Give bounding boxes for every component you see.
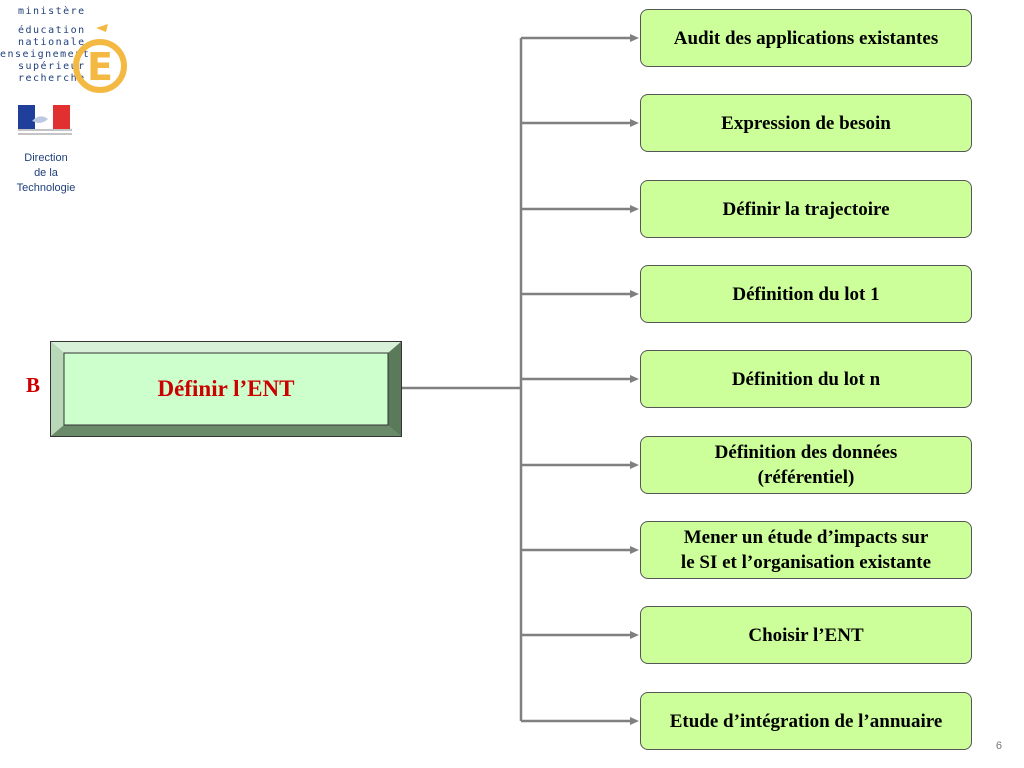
logo-line-superieur: supérieur	[18, 61, 86, 72]
step-box: Définir la trajectoire	[640, 180, 972, 238]
step-label: Définition des données (référentiel)	[714, 442, 898, 488]
direction-line: Direction	[24, 152, 68, 164]
arrow-head-icon	[630, 461, 639, 469]
arrow-head-icon	[630, 546, 639, 554]
logo-line-enseignement: enseignement	[0, 49, 91, 60]
arrow-head-icon	[630, 631, 639, 639]
step-label: Définir la trajectoire	[722, 198, 890, 220]
step-box: Définition des données (référentiel)	[640, 436, 972, 494]
arrow-head-icon	[630, 375, 639, 383]
logo-line-recherche: recherche	[18, 73, 86, 84]
step-label: Définition du lot n	[731, 368, 881, 390]
arrow-head-icon	[630, 119, 639, 127]
direction-line: de la	[34, 167, 58, 179]
direction-label: Direction de la Technologie	[8, 151, 84, 196]
page-number: 6	[995, 740, 1002, 752]
svg-text:E: E	[87, 45, 113, 89]
step-box: Etude d’intégration de l’annuaire	[640, 692, 972, 750]
french-republic-flag-icon	[18, 105, 70, 129]
step-box: Définition du lot 1	[640, 265, 972, 323]
main-bevel-box	[50, 341, 402, 437]
main-box-label: Définir l’ENT	[157, 376, 295, 401]
arrow-head-icon	[630, 34, 639, 42]
step-label: Etude d’intégration de l’annuaire	[669, 710, 943, 732]
step-box: Mener un étude d’impacts sur le SI et l’…	[640, 521, 972, 579]
step-label: Mener un étude d’impacts sur le SI et l’…	[680, 527, 932, 573]
step-box: Expression de besoin	[640, 94, 972, 152]
step-label: Expression de besoin	[721, 112, 891, 134]
arrow-head-icon	[630, 290, 639, 298]
arrow-head-icon	[630, 717, 639, 725]
step-box: Définition du lot n	[640, 350, 972, 408]
logo-line-education: éducation	[18, 25, 86, 36]
step-box: Audit des applications existantes	[640, 9, 972, 67]
section-letter: B	[26, 373, 41, 397]
step-label: Choisir l’ENT	[748, 624, 864, 646]
step-box: Choisir l’ENT	[640, 606, 972, 664]
e-accent-logo-icon: E	[73, 24, 127, 93]
republic-caption-icon	[18, 129, 72, 135]
logo-line-nationale: nationale	[18, 37, 86, 48]
direction-line: Technologie	[16, 182, 76, 194]
ministry-logo: ministère éducation nationale enseigneme…	[0, 0, 130, 200]
logo-line-ministere: ministère	[18, 6, 86, 17]
step-label: Audit des applications existantes	[673, 27, 939, 49]
arrow-head-icon	[630, 205, 639, 213]
step-label: Définition du lot 1	[732, 283, 880, 305]
